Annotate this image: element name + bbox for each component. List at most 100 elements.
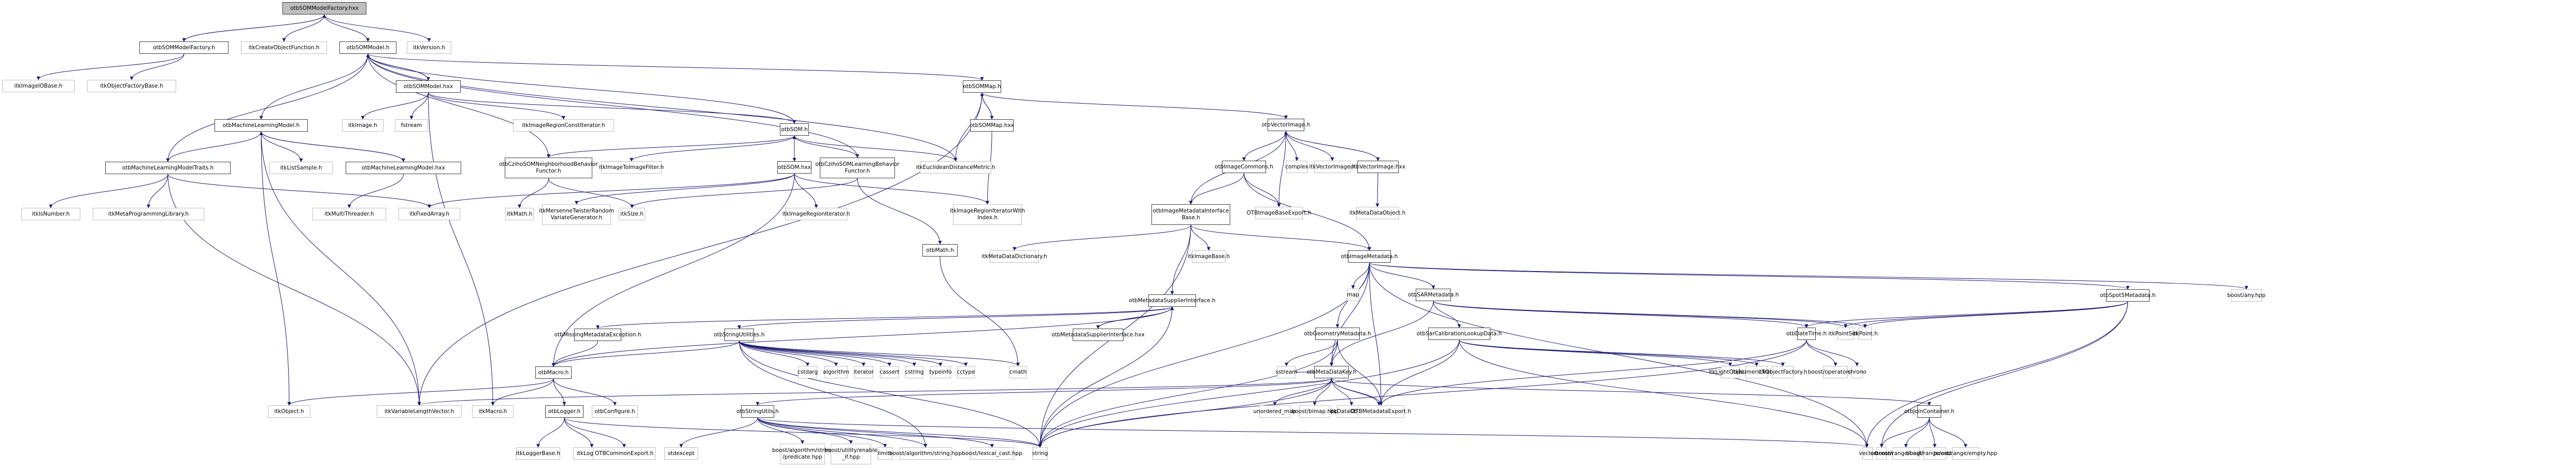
edge-som_hxx-to-mersenne [575,173,795,205]
edge-otblogger-to-string [564,417,1042,448]
edge-otbmacro-to-otblogger [553,378,566,406]
edge-otblogger-to-loggerbase [536,417,565,448]
node-sommodel-hxx[interactable]: otbSOMModel.hxx [396,80,461,93]
edge-sarmetadata-to-itkpoint [1433,301,1867,328]
edge-mdsupplier_hxx-to-mdsupplier_h [1098,306,1174,329]
node-vectorimage-hxx[interactable]: otbVectorImage.hxx [1350,161,1405,173]
edge-geommetadata-to-string [1038,339,1338,448]
edge-mdsupplier_h-to-string [1038,306,1173,448]
edge-sommodel_h-to-sommap_h [367,53,984,81]
node-map: map [1347,289,1359,301]
node-mlmodel-h[interactable]: otbMachineLearningModel.h [215,119,308,132]
edge-vectorimage_h-to-itkvectorimage [1286,131,1334,161]
node-learning[interactable]: otbCzihoSOMLearningBehavior Functor.h [815,158,900,178]
edge-sommodel_hxx-to-itkmacro [428,92,495,406]
node-vectorimage-h[interactable]: otbVectorImage.h [1262,119,1310,131]
node-metadataobject: itkMetaDataObject.h [1349,207,1405,219]
node-lexicalcast: boost/lexical_cast.hpp [962,447,1022,460]
edge-mltraits-to-isnumber [49,174,168,208]
edge-stringutils-to-predicate [757,417,804,444]
edge-som_hxx-to-regioniter [794,173,818,208]
node-neighborhood[interactable]: otbCzihoSOMNeighborhoodBehavior Functor.… [499,158,598,178]
node-cmath: cmath [1009,366,1027,378]
edge-metadatakey-to-stringutils [756,378,1332,406]
edge-imagemetadata-to-mdexport [1369,262,1383,406]
node-regioniter: itkImageRegionIterator.h [782,208,850,220]
edge-metadatakey-to-unorderedmap [1273,378,1332,406]
node-boostany: boost/any.hpp [2227,289,2266,302]
edge-geommetadata-to-mdexport [1337,339,1383,406]
node-som-hxx[interactable]: otbSOM.hxx [777,161,812,174]
edge-sarmetadata-to-sarcalib [1433,301,1461,328]
node-mlmodel-hxx[interactable]: otbMachineLearningModel.hxx [346,162,461,174]
node-somfactory-h[interactable]: otbSOMModelFactory.h [139,41,229,54]
edge-sarcalib-to-objectfactory [1459,339,1785,366]
node-complex: complex [1285,161,1308,173]
node-sarmetadata[interactable]: otbSARMetadata.h [1408,289,1459,301]
edge-som_h-to-euclid [794,135,958,162]
edge-imagecommons-to-imbaseexport [1244,173,1281,207]
edge-sommodel_h-to-som_h [367,53,796,124]
node-regioniterindex: itkImageRegionIteratorWith Index.h [950,204,1025,225]
node-stringutils[interactable]: otbStringUtils.h [736,405,779,418]
edge-sommodel_hxx-to-itkimage [361,92,429,120]
node-sommap-h[interactable]: otbSOMMap.h [963,80,1001,93]
edge-vectorimage_h-to-imbaseexport [1277,131,1286,207]
node-som-h[interactable]: otbSOM.h [780,123,809,136]
node-isnumber: itkIsNumber.h [21,208,80,220]
edge-spot5-to-datetime [1804,301,2128,328]
edge-stringutilities-to-cstdarg [739,341,809,366]
edge-otbmacro-to-itkmacro [491,378,554,406]
node-listsample: itkListSample.h [269,162,333,174]
node-createobj: itkCreateObjectFunction.h [241,41,327,54]
edge-vectorimage_hxx-to-vectorimage_h [1284,131,1378,161]
edge-imdinterface-to-metadict [1013,224,1191,251]
node-missingmd[interactable]: otbMissingMetadataException.h [554,329,641,341]
node-stringutilities[interactable]: otbStringUtilities.h [714,329,765,341]
node-itksize: itkSize.h [619,208,645,220]
edge-metadatakey-to-mdexport [1331,378,1383,406]
node-imdinterface[interactable]: otbImageMetadataInterface Base.h [1151,204,1230,225]
edge-spot5-to-pointset [1844,301,2128,328]
node-otblogger[interactable]: otbLogger.h [545,405,583,418]
edge-sommodel_h-to-learning [367,53,859,158]
node-root[interactable]: otbSOMModelFactory.hxx [282,2,366,15]
node-imagemetadata[interactable]: otbImageMetadata.h [1341,250,1398,263]
edge-metadatakey-to-boostbimap [1313,378,1332,406]
edge-mdsupplier_h-to-missingmd [596,306,1173,329]
edge-som_hxx-to-fixedarray [428,173,795,208]
node-sarcalib[interactable]: otbSarCalibrationLookupData.h [1417,328,1502,340]
node-otbmath[interactable]: otbMath.h [922,244,958,257]
node-cctype: cctype [957,366,975,378]
edge-joincontainer-to-rangeend [1929,417,1937,448]
node-metadatakey[interactable]: otbMetaDataKey.h [1307,366,1356,378]
edge-spot5-to-vector [1865,301,2128,448]
node-sommodel-h[interactable]: otbSOMModel.h [339,41,396,54]
node-datetime[interactable]: otbDateTime.h [1786,328,1827,340]
node-joincontainer[interactable]: otbJoinContainer.h [1904,405,1954,418]
node-iterator: iterator [853,366,874,378]
node-regionconstiter: itkImageRegionConstIterator.h [513,119,614,132]
node-otbmacro[interactable]: otbMacro.h [535,366,572,379]
node-mdsupplier-hxx[interactable]: otbMetadataSupplierInterface.hxx [1051,329,1145,341]
node-mdsupplier-h[interactable]: otbMetadataSupplierInterface.h [1129,294,1216,307]
edge-stringutilities-to-typeinfo [739,341,943,366]
node-imagecommons[interactable]: otbImageCommons.h [1215,161,1273,173]
edge-mlmodel_hxx-to-multithreader [347,174,404,208]
node-limits: limits [877,447,893,460]
node-spot5[interactable]: otbSpot5Metadata.h [2100,289,2156,302]
node-unorderedmap: unordered_map [1254,405,1296,418]
node-mltraits[interactable]: otbMachineLearningModelTraits.h [105,162,231,174]
edge-mlmodel_hxx-to-mlmodel_h [259,131,404,162]
node-stdexcept: stdexcept [664,447,698,460]
node-commonexport: OTBCommonExport.h [593,447,656,460]
edge-mlmodel_h-to-mltraits [166,131,262,162]
node-fstream: fstream [395,119,428,132]
edge-sommap_hxx-to-sommap_h [980,92,992,120]
edge-som_h-to-imgtoimg [630,135,795,162]
node-sommap-hxx[interactable]: otbSOMMap.hxx [970,119,1014,132]
node-geommetadata[interactable]: otbGeometryMetadata.h [1304,328,1371,340]
node-itkobject: itkObject.h [268,405,310,418]
edge-sommodel_hxx-to-regionconstiter [428,92,565,120]
